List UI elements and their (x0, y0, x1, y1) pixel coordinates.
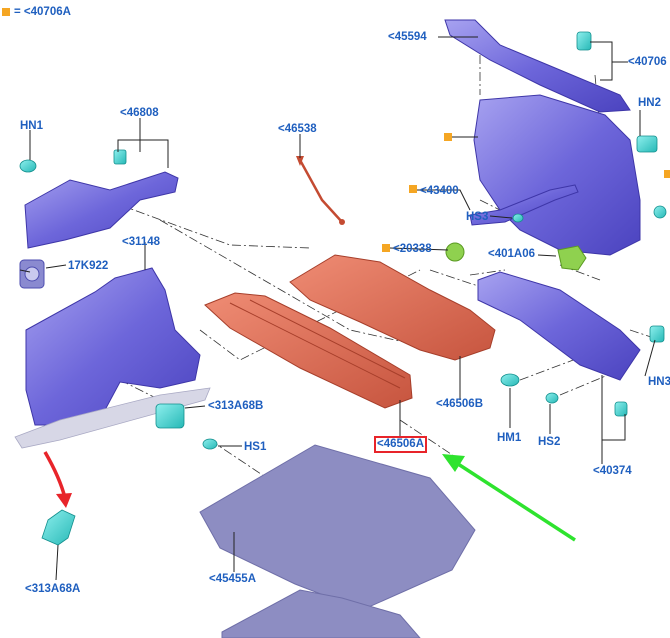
pull-handle (469, 184, 579, 226)
label-401a06[interactable]: <401A06 (488, 248, 535, 260)
liftgate-upper-garnish (444, 19, 631, 113)
label-hs2[interactable]: HS2 (538, 436, 561, 448)
label-313a68a[interactable]: <313A68A (25, 583, 81, 595)
label-20338[interactable]: <20338 (393, 243, 432, 255)
lower-floor-panel (221, 589, 421, 638)
label-17k922[interactable]: 17K922 (68, 260, 109, 272)
left-upper-quarter-trim (24, 171, 179, 249)
label-40706[interactable]: <40706 (628, 56, 667, 68)
label-46506b[interactable]: <46506B (436, 398, 483, 410)
load-floor-panel (204, 292, 413, 409)
label-46808[interactable]: <46808 (120, 107, 159, 119)
red-arrow-head (56, 493, 72, 508)
scuff-plate (477, 271, 641, 381)
label-hm1[interactable]: HM1 (497, 432, 522, 444)
red-direction-arrow (43, 451, 67, 499)
label-hs1[interactable]: HS1 (244, 441, 267, 453)
push-pin-fastener-icon (19, 149, 667, 450)
label-hn1[interactable]: HN1 (20, 120, 44, 132)
clip-fastener-icon (155, 31, 665, 429)
label-43400[interactable]: <43400 (420, 185, 459, 197)
legend-square (2, 8, 10, 16)
hook-bracket-icon (41, 509, 76, 546)
leader-lines (19, 36, 656, 581)
liftgate-trim-panel (473, 94, 641, 256)
label-31148[interactable]: <31148 (122, 236, 161, 248)
label-313a68b[interactable]: <313A68B (208, 400, 264, 412)
legend-text: = <40706A (14, 6, 71, 18)
green-arrow-head (442, 454, 465, 472)
plug-icon (24, 266, 40, 282)
package-tray (289, 254, 496, 361)
label-40374[interactable]: <40374 (593, 465, 632, 477)
label-45455a[interactable]: <45455A (209, 573, 256, 585)
label-hn3[interactable]: HN3 (648, 376, 670, 388)
label-hs3[interactable]: HS3 (466, 211, 489, 223)
trim-clip-401a06 (557, 245, 587, 271)
left-trim-sill (14, 387, 211, 449)
tether-strap (298, 159, 343, 223)
trim-clip-20338 (445, 242, 465, 262)
legend-markers (382, 133, 670, 252)
label-hn2[interactable]: HN2 (638, 97, 662, 109)
label-46538[interactable]: <46538 (278, 123, 317, 135)
green-pointer-arrow (454, 460, 576, 542)
label-46506a-highlighted[interactable]: <46506A (374, 436, 427, 453)
floor-mat (199, 444, 476, 611)
label-45594[interactable]: <45594 (388, 31, 427, 43)
